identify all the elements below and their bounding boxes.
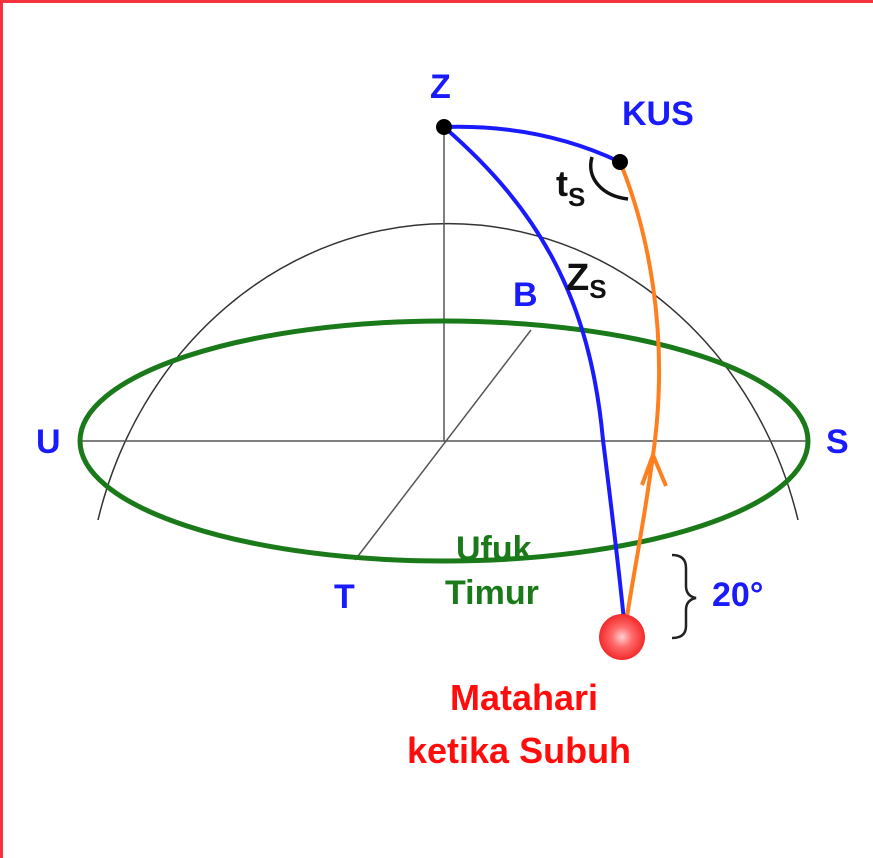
sun-icon	[599, 614, 645, 660]
horizon-ellipse	[77, 318, 811, 564]
east-west-line	[354, 329, 532, 561]
horizon-label-line1: Ufuk	[456, 530, 532, 568]
hour-angle-arc	[589, 156, 629, 201]
hour-circle-sun	[618, 161, 662, 631]
zenith-point	[436, 119, 452, 135]
south-label: S	[826, 423, 849, 461]
kus-label: KUS	[622, 95, 694, 133]
celestial-sphere-outline	[97, 222, 799, 521]
kus-point	[612, 154, 628, 170]
east-label: T	[334, 578, 355, 616]
sun-label-line2: ketika Subuh	[407, 730, 631, 771]
vertical-circle-sun	[442, 125, 627, 631]
zenith-distance-label: ZS	[566, 257, 607, 304]
meridian-arc	[443, 124, 621, 164]
depression-brace	[671, 553, 697, 640]
north-label: U	[36, 423, 61, 461]
hour-angle-label: tS	[556, 163, 585, 212]
zenith-label: Z	[430, 68, 451, 106]
motion-arrow-icon	[640, 453, 668, 487]
west-label: B	[513, 276, 538, 314]
sun-label-line1: Matahari	[450, 677, 598, 718]
depression-label: 20°	[712, 576, 763, 614]
horizon-label-line2: Timur	[445, 574, 539, 612]
